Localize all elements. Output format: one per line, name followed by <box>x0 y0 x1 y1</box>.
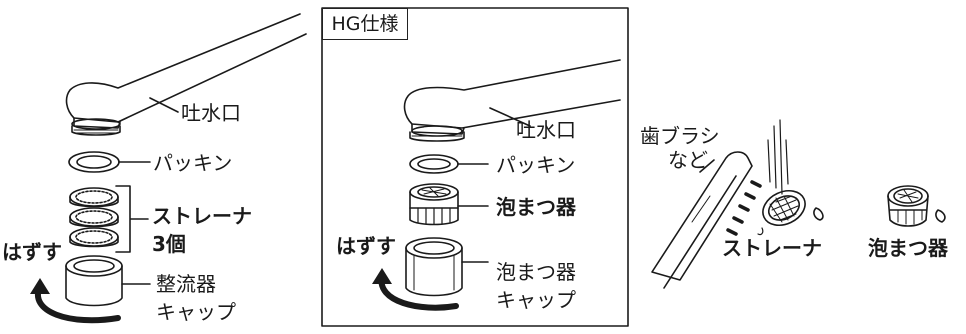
hg-spout-label: 吐水口 <box>516 118 576 142</box>
left-strainer-label-1: ストレーナ <box>152 204 252 228</box>
hg-cap <box>405 237 463 297</box>
left-cap <box>65 255 123 307</box>
left-remove-label: はずす <box>2 240 62 264</box>
left-gasket-label: パッキン <box>153 151 233 175</box>
strainer-illustration <box>757 189 824 236</box>
left-spout <box>65 13 307 136</box>
hg-gasket <box>409 154 459 174</box>
hg-rotate-arrow <box>378 273 459 311</box>
water-lines <box>767 119 789 195</box>
tool-label-2: など <box>668 148 708 172</box>
aerator-caption: 泡まつ器 <box>868 236 948 260</box>
aerator-illustration <box>887 185 946 227</box>
hg-spec-tag: HG仕様 <box>322 8 408 40</box>
left-strainer-label-2: 3個 <box>152 232 186 256</box>
hg-gasket-label: パッキン <box>496 153 576 177</box>
hg-cap-label-2: キャップ <box>496 288 576 312</box>
left-spout-label: 吐水口 <box>181 101 241 125</box>
left-strainer-bracket <box>115 185 149 253</box>
hg-cap-label-1: 泡まつ器 <box>496 260 576 284</box>
left-spout-leader <box>149 97 179 113</box>
left-cap-label-1: 整流器 <box>156 272 216 296</box>
hg-aerator-label: 泡まつ器 <box>496 195 576 219</box>
left-gasket <box>68 151 120 173</box>
hg-panel-frame <box>321 7 629 327</box>
hg-spout-leader <box>489 107 531 127</box>
hg-spout <box>403 59 621 142</box>
tool-leader <box>699 159 715 173</box>
strainer-caption: ストレーナ <box>722 236 822 260</box>
left-rotate-arrowhead <box>30 278 50 294</box>
left-cap-label-2: キャップ <box>156 300 236 324</box>
toothbrush-illustration <box>651 151 762 289</box>
hg-rotate-arrowhead <box>372 268 392 284</box>
hg-remove-label: はずす <box>336 234 396 258</box>
left-rotate-arrow <box>35 283 121 324</box>
tool-label-1: 歯ブラシ <box>640 124 720 148</box>
hg-aerator <box>409 183 459 226</box>
left-strainers <box>69 187 119 248</box>
